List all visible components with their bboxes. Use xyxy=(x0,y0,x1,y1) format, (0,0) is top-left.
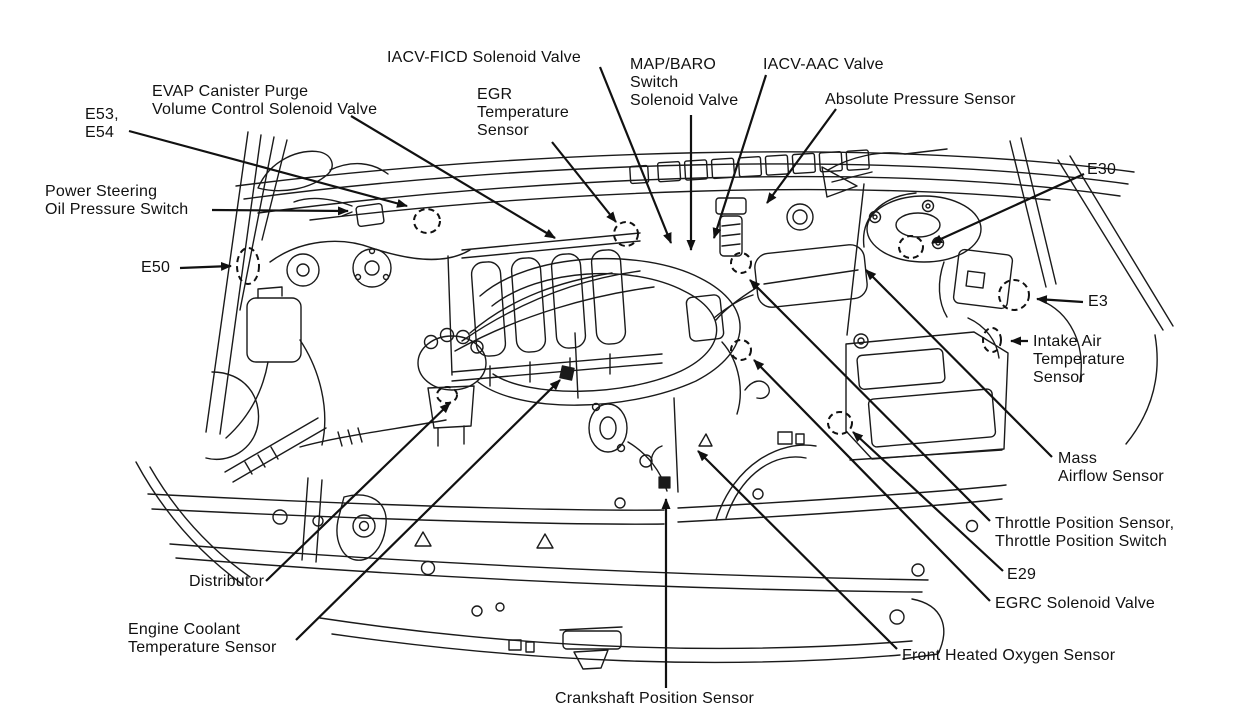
cowl-vent-grille xyxy=(629,149,870,185)
label-evap: EVAP Canister Purge Volume Control Solen… xyxy=(152,83,378,118)
label-crankshaft-position: Crankshaft Position Sensor xyxy=(555,690,755,707)
leader-lines xyxy=(128,66,1085,688)
connector-marker-e29 xyxy=(827,411,853,435)
strut-tower xyxy=(866,195,982,263)
leader-absolute-pressure xyxy=(766,108,837,204)
label-mass-airflow: Mass Airflow Sensor xyxy=(1058,450,1164,485)
label-map-baro: MAP/BARO Switch Solenoid Valve xyxy=(630,56,739,109)
leader-e53-e54 xyxy=(128,129,408,208)
leader-power-steering xyxy=(211,206,349,216)
label-egr-temp: EGR Temperature Sensor xyxy=(477,86,570,139)
engine-center-art xyxy=(417,197,770,493)
leader-engine-coolant-temp xyxy=(295,379,561,641)
label-distributor: Distributor xyxy=(189,573,265,590)
connector-marker-egrc xyxy=(730,339,752,361)
relay-box xyxy=(952,248,1014,310)
connector-marker-e30 xyxy=(898,235,924,259)
label-iacv-ficd: IACV-FICD Solenoid Valve xyxy=(387,49,581,66)
leader-egrc xyxy=(753,359,991,602)
label-e29: E29 xyxy=(1007,566,1037,583)
leader-mass-airflow xyxy=(865,269,1053,458)
leader-iacv-ficd xyxy=(598,66,673,244)
leader-distributor xyxy=(265,402,451,582)
connector-marker-throttle-position xyxy=(730,252,752,274)
connector-marker-e53-e54 xyxy=(413,208,441,234)
label-engine-coolant-temp: Engine Coolant Temperature Sensor xyxy=(128,621,277,656)
leader-egr-temp xyxy=(551,141,617,223)
label-iacv-aac: IACV-AAC Valve xyxy=(763,56,884,73)
label-e53-e54: E53, E54 xyxy=(85,106,119,141)
label-e3: E3 xyxy=(1088,293,1108,310)
connector-marker-e3 xyxy=(998,279,1030,311)
leader-e50 xyxy=(179,261,232,271)
leader-iacv-aac xyxy=(712,74,768,239)
connector-marker-intake-air-temp xyxy=(982,327,1002,353)
engine-line-art xyxy=(135,131,1174,670)
coolant-temp-sensor-mark xyxy=(559,365,575,381)
left-components-art xyxy=(205,197,471,483)
leader-evap xyxy=(350,115,556,239)
leader-e29 xyxy=(852,431,1004,572)
battery xyxy=(845,331,1009,460)
connector-marker-egr-temp xyxy=(613,221,639,247)
leader-throttle-position xyxy=(749,279,991,522)
label-e50: E50 xyxy=(141,259,171,276)
label-intake-air-temp: Intake Air Temperature Sensor xyxy=(1033,333,1126,386)
bottom-frame-art xyxy=(135,365,1007,670)
leader-e3 xyxy=(1036,295,1084,305)
label-throttle-position: Throttle Position Sensor, Throttle Posit… xyxy=(995,515,1175,550)
connector-markers xyxy=(236,208,1030,435)
label-egrc: EGRC Solenoid Valve xyxy=(995,595,1156,612)
label-e30: E30 xyxy=(1087,161,1117,178)
label-front-o2: Front Heated Oxygen Sensor xyxy=(902,647,1116,664)
label-absolute-pressure: Absolute Pressure Sensor xyxy=(825,91,1016,108)
leader-front-o2 xyxy=(697,450,898,650)
crankshaft-sensor-mark xyxy=(658,476,671,489)
leader-e30 xyxy=(931,172,1085,245)
label-power-steering: Power Steering Oil Pressure Switch xyxy=(45,183,189,218)
connector-marker-e50 xyxy=(236,247,260,285)
